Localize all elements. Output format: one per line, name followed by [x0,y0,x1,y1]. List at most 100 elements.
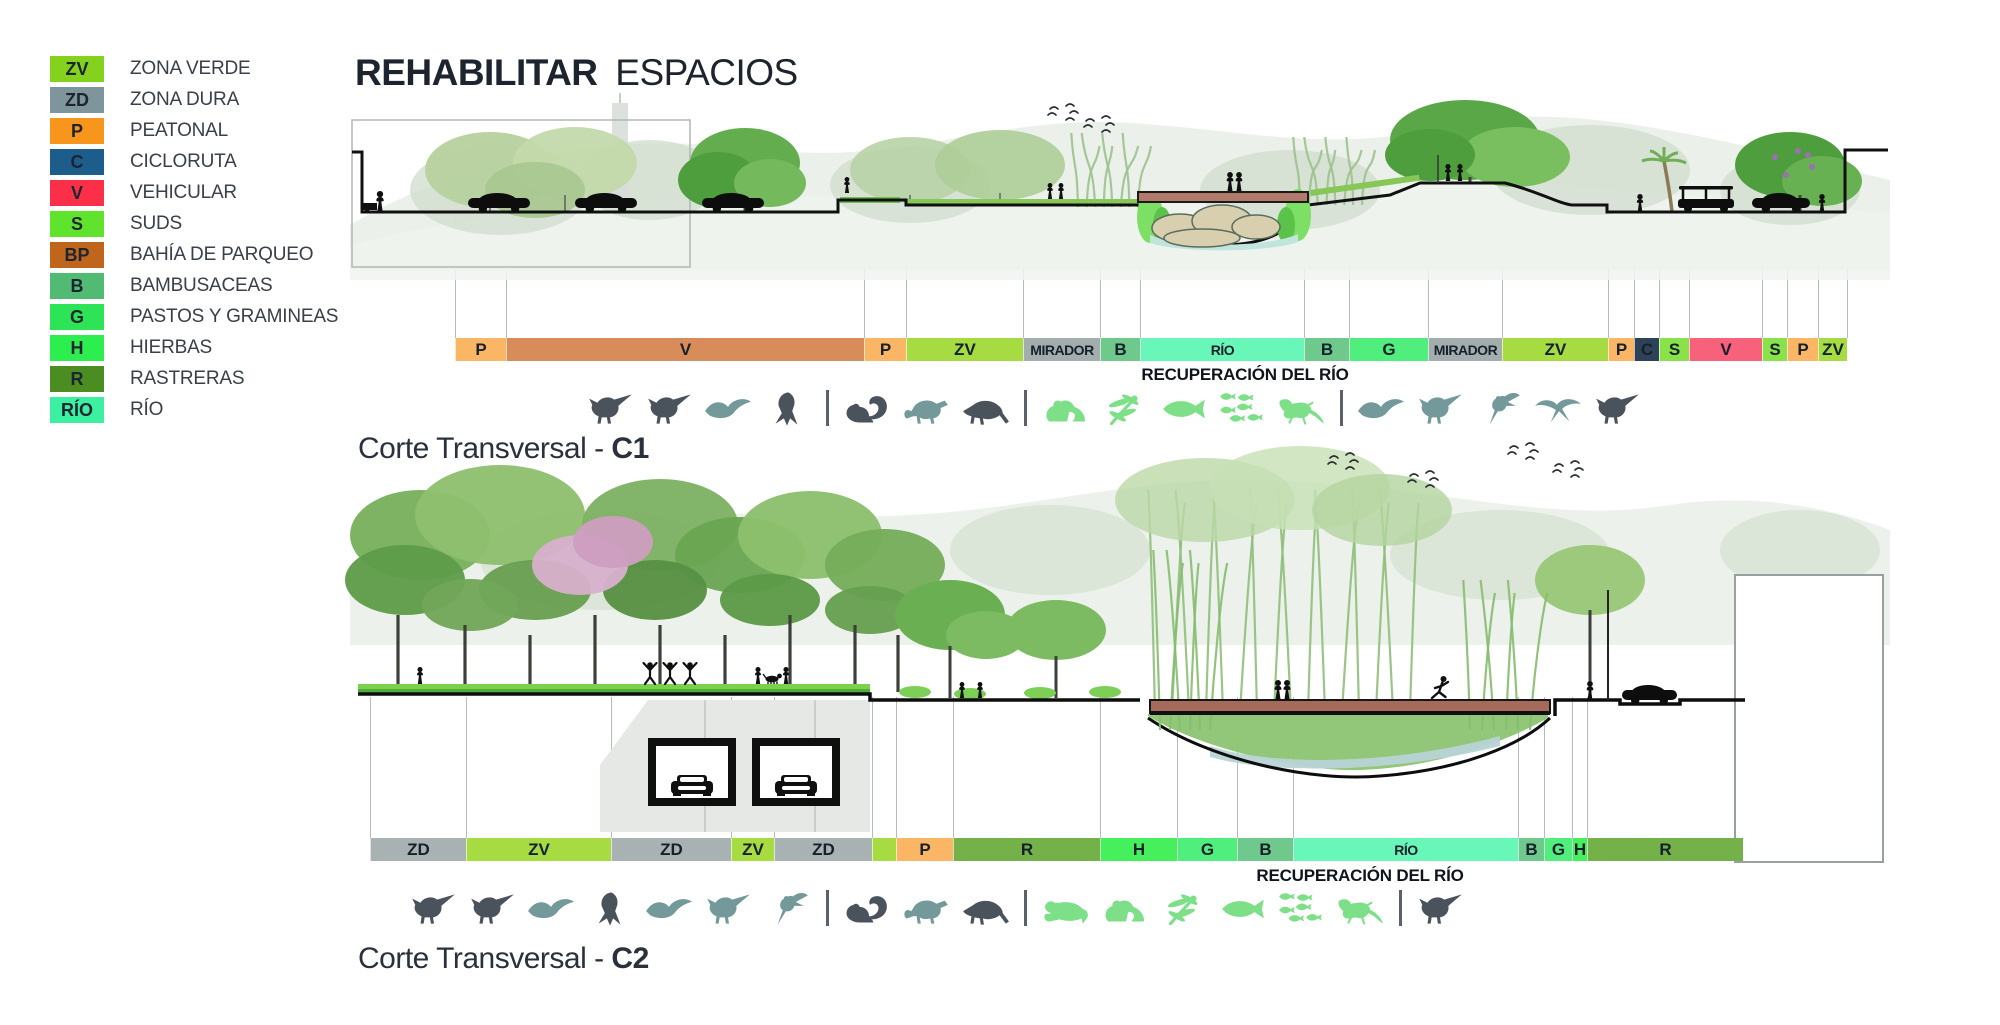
zone-segment-p: P [455,338,506,361]
fauna-divider [1019,890,1031,926]
falcon-icon [585,888,635,930]
legend-label: PEATONAL [130,120,229,141]
zone-segment-zv: ZV [1818,338,1847,361]
c2-grass [358,684,870,694]
zone-segment-río: RÍO [1293,838,1518,861]
legend-label: BAHÍA DE PARQUEO [130,244,314,265]
cut-line [953,697,954,838]
c1-river [1137,172,1311,251]
legend-label: BAMBUSACEAS [130,275,273,296]
fauna-divider [1394,890,1406,926]
fish-school-icon [1276,888,1326,930]
fauna-row-c2 [408,886,1465,930]
c2-building-outline [1734,574,1884,863]
c2-river [1147,549,1552,779]
zone-segment-b: B [1237,838,1293,861]
zone-segment-zv: ZV [466,838,611,861]
legend-chip: G [50,304,104,330]
zone-segment-zv: ZV [906,338,1023,361]
legend-chip: ZV [50,56,104,82]
zone-segment-zd: ZD [370,838,466,861]
legend-chip: C [50,149,104,175]
zone-segment-s: S [1762,338,1787,361]
legend-chip: V [50,180,104,206]
lizard-icon [1335,888,1385,930]
fish-school-icon [1217,388,1267,430]
squirrel-icon [842,388,892,430]
hummingbird-icon [762,888,812,930]
possum-icon [960,388,1010,430]
monkey-icon [901,888,951,930]
falcon-icon [762,388,812,430]
monkey-icon [901,388,951,430]
c1-figures [363,103,1826,214]
legend-label: PASTOS Y GRAMINEAS [130,306,339,327]
zone-segment-h: H [1100,838,1177,861]
bird-icon [1592,388,1642,430]
gull-icon [526,888,576,930]
legend-label: RÍO [130,399,164,420]
cut-line [466,697,467,838]
zone-segment-r: R [953,838,1100,861]
zone-segment-p: P [896,838,953,861]
zone-segment-zv: ZV [1502,338,1608,361]
c2-forest [345,465,945,692]
caption-c2: Corte Transversal - C2 [358,942,649,976]
bird-icon [408,888,458,930]
caption-c1: Corte Transversal - C1 [358,432,649,466]
page-title-light: ESPACIOS [615,52,798,93]
bird-icon [467,888,517,930]
legend-label: RASTRERAS [130,368,245,389]
zone-segment-b: B [1304,338,1349,361]
section-c2-illustration [345,442,1890,863]
cut-line [872,697,873,838]
zone-segment-b: B [1518,838,1544,861]
fish-icon [1217,888,1267,930]
zone-segment-zd: ZD [774,838,872,861]
gull-icon [644,888,694,930]
otter-icon [1040,888,1090,930]
section-c1-illustration [350,93,1890,280]
dragonfly-icon [1158,888,1208,930]
fauna-divider [1335,390,1347,426]
page-title: REHABILITAR ESPACIOS [355,52,798,94]
zone-segment-g: G [1177,838,1237,861]
c2-ground-profile [358,692,1745,716]
legend-label: VEHICULAR [130,182,237,203]
caption-c1-id: C1 [611,432,649,465]
hummingbird-icon [1474,388,1524,430]
cut-line [1572,697,1573,838]
frog-icon [1040,388,1090,430]
gull-icon [1356,388,1406,430]
legend-item-g: G PASTOS Y GRAMINEAS [50,304,338,330]
zone-segment-h: H [1572,838,1587,861]
c2-underground [600,700,870,832]
zone-segment-zd: ZD [611,838,731,861]
fauna-row-c1 [585,386,1642,430]
legend-label: ZONA DURA [130,89,240,110]
cut-line [1237,697,1238,838]
c1-trees [425,100,1862,218]
cut-line [896,697,897,838]
legend-chip: B [50,273,104,299]
zone-segment-mirador: MIRADOR [1428,338,1502,361]
legend-item-zd: ZD ZONA DURA [50,87,338,113]
fish-icon [1158,388,1208,430]
swallow-icon [1533,388,1583,430]
legend-chip: ZD [50,87,104,113]
lizard-icon [1276,388,1326,430]
legend-label: HIERBAS [130,337,213,358]
legend-chip: S [50,211,104,237]
fauna-divider [1019,390,1031,426]
c2-figures [417,442,1677,705]
zone-segment-b: B [1100,338,1140,361]
legend-chip: R [50,366,104,392]
cut-line [1100,697,1101,838]
bird-icon [1415,888,1465,930]
dragonfly-icon [1099,388,1149,430]
zone-segment-r: R [1587,838,1743,861]
